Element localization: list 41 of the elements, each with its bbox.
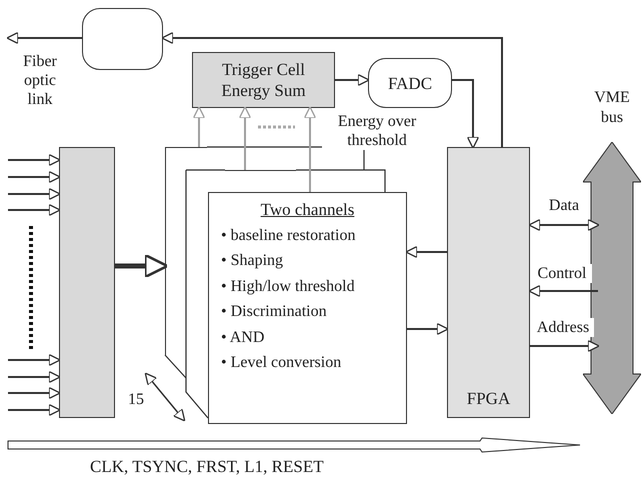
arrow (8, 354, 61, 366)
arrow (405, 246, 447, 258)
box-label: FADC (388, 72, 432, 94)
arrow (528, 218, 600, 232)
count-label: 15 (128, 390, 144, 410)
list-item: • Discrimination (221, 302, 328, 322)
arrow (8, 204, 61, 216)
arrow (8, 370, 61, 384)
arrow (8, 404, 61, 416)
list-item: • AND (221, 328, 266, 348)
chip-box (59, 147, 115, 418)
heading: Two channels (260, 199, 354, 221)
stacked-page (165, 147, 207, 355)
arrow (8, 170, 61, 184)
box-label: FPGA (466, 388, 510, 409)
arrow (8, 386, 61, 400)
arrow (238, 106, 252, 170)
list-item: • Shaping (221, 251, 284, 271)
rounded-box (82, 8, 163, 70)
box-label: Trigger Cell Energy Sum (220, 59, 307, 101)
arrow (115, 254, 169, 278)
arrow (407, 322, 449, 336)
process-box (447, 147, 530, 418)
signal-label: CLK, TSYNC, FRST, L1, RESET (90, 456, 324, 478)
list-item: • baseline restoration (221, 226, 356, 246)
arrow (452, 79, 480, 149)
arrow (8, 154, 61, 166)
bus-label: VME bus (593, 88, 631, 128)
arrow (528, 284, 598, 298)
arrow (6, 32, 82, 44)
arrow (530, 340, 600, 352)
rounded-box (368, 58, 452, 108)
arrow (192, 106, 206, 147)
arrow (8, 188, 61, 200)
process-box (192, 52, 335, 108)
arrow (335, 74, 370, 86)
channel-page (208, 192, 407, 424)
list-item: • Level conversion (221, 353, 342, 373)
arrow (304, 106, 316, 192)
arrow (161, 32, 503, 147)
list-item: • High/low threshold (221, 276, 356, 296)
